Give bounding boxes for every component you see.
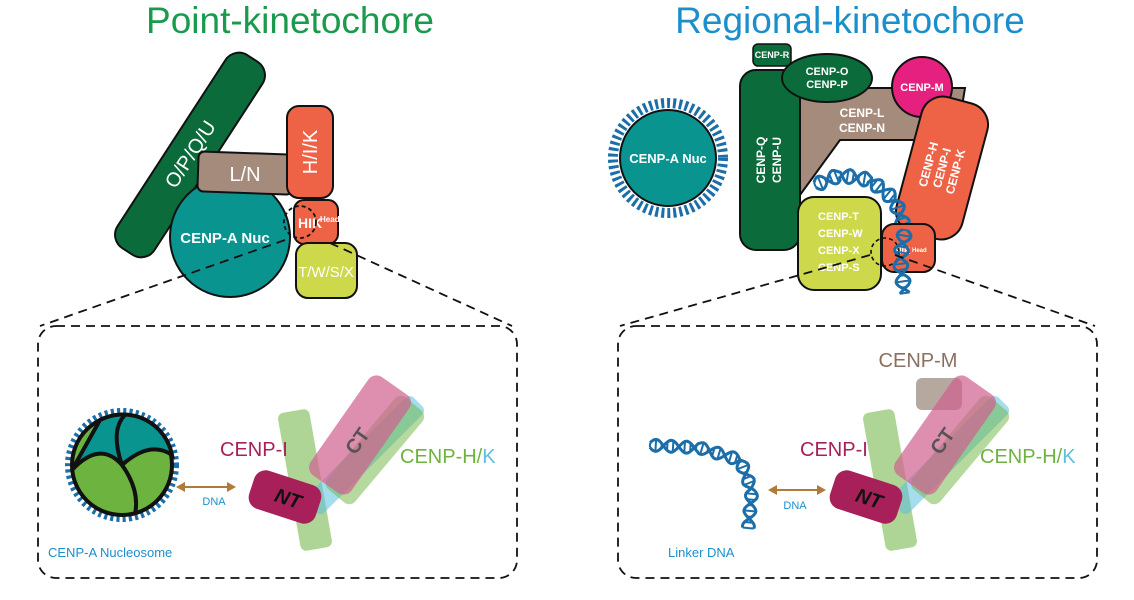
point-ln: L/N	[196, 150, 295, 196]
svg-text:CENP-A Nuc: CENP-A Nuc	[629, 151, 707, 166]
regional-cenp-a-nuc: CENP-A Nuc	[608, 98, 728, 218]
svg-text:CENP-M: CENP-M	[879, 350, 958, 372]
cenp-i-label-left: CENP-I	[220, 439, 288, 461]
point-hik: H/I/K	[286, 105, 334, 199]
svg-text:CENP-W: CENP-W	[818, 228, 863, 240]
dna-arrow-right: DNA	[768, 485, 826, 512]
svg-text:HIK: HIK	[895, 246, 911, 256]
dna-arrow-left: DNA	[176, 482, 236, 508]
nucleosome-label: CENP-A Nucleosome	[48, 545, 172, 560]
point-hik-head: HIK Head	[283, 199, 340, 245]
svg-text:CENP-P: CENP-P	[806, 79, 848, 91]
svg-text:H/I/K: H/I/K	[300, 129, 322, 174]
point-kinetochore-title: Point-kinetochore	[146, 0, 434, 41]
svg-text:CENP-O: CENP-O	[806, 66, 849, 78]
regional-dna	[812, 168, 911, 231]
svg-text:L/N: L/N	[229, 164, 260, 186]
point-cenp-a-nuc: CENP-A Nuc	[169, 176, 291, 298]
cenp-a-nucleosome	[65, 408, 179, 522]
svg-text:CENP-S: CENP-S	[818, 262, 860, 274]
cenp-hk-label-right: CENP-H/K	[980, 446, 1076, 468]
cenp-hik-structure-left: CT NT	[248, 375, 425, 551]
svg-text:T/W/S/X: T/W/S/X	[298, 264, 354, 281]
svg-text:Head: Head	[320, 215, 340, 224]
cenp-i-label-right: CENP-I	[800, 439, 868, 461]
svg-text:Head: Head	[912, 248, 927, 254]
svg-text:CENP-X: CENP-X	[818, 245, 860, 257]
cenp-qu: CENP-Q CENP-U	[739, 69, 801, 251]
svg-text:CENP-T: CENP-T	[818, 211, 859, 223]
svg-text:CENP-R: CENP-R	[755, 50, 790, 60]
linker-dna-label: Linker DNA	[668, 545, 735, 560]
cenp-twxs: CENP-T CENP-W CENP-X CENP-S	[797, 196, 882, 291]
svg-text:CENP-N: CENP-N	[839, 121, 885, 135]
svg-text:CENP-L: CENP-L	[840, 106, 885, 120]
cenp-op: CENP-O CENP-P	[781, 53, 873, 103]
svg-text:HIK: HIK	[298, 215, 322, 231]
svg-text:CENP-M: CENP-M	[900, 82, 943, 94]
cenp-hk-label-left: CENP-H/K	[400, 446, 496, 468]
point-inset-frame	[37, 325, 518, 579]
svg-text:CENP-Q: CENP-Q	[754, 137, 768, 184]
cenp-r: CENP-R	[752, 43, 792, 67]
cenp-hik-regional: CENP-H CENP-I CENP-K	[894, 95, 990, 241]
regional-kinetochore-title: Regional-kinetochore	[675, 0, 1025, 41]
svg-text:CENP-U: CENP-U	[770, 137, 784, 183]
svg-text:DNA: DNA	[783, 500, 807, 512]
regional-inset-frame	[617, 325, 1098, 579]
linker-dna	[648, 437, 759, 530]
svg-text:CENP-A Nuc: CENP-A Nuc	[180, 230, 269, 247]
point-twsx: T/W/S/X	[295, 242, 358, 299]
regional-dna-front	[892, 228, 913, 295]
cenp-hik-structure-right: CT NT	[829, 375, 1010, 551]
svg-text:DNA: DNA	[202, 496, 226, 508]
